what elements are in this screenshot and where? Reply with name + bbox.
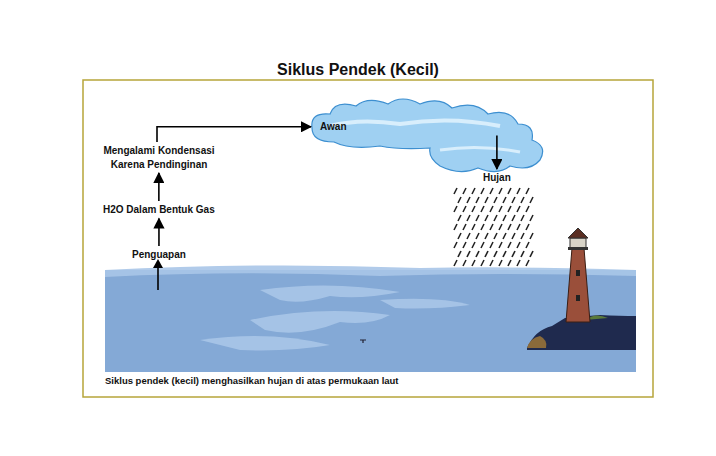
- cloud: [312, 99, 543, 172]
- flow-arrow: [158, 173, 160, 201]
- rain: [454, 188, 533, 266]
- node-text: Hujan: [483, 171, 511, 185]
- flow-arrow: [157, 127, 311, 142]
- diagram-caption: Siklus pendek (kecil) menghasilkan hujan…: [105, 375, 399, 386]
- frame: [83, 80, 653, 397]
- node-text: Awan: [320, 120, 509, 134]
- lighthouse: [566, 228, 590, 322]
- flow-arrow: [158, 219, 160, 247]
- arrowhead: [153, 259, 163, 268]
- process-label: Hujan: [480, 170, 514, 186]
- process-label: Penguapan: [129, 247, 189, 263]
- node-text: Mengalami Kondensasi Karena Pendinginan: [96, 144, 222, 171]
- process-label: Mengalami Kondensasi Karena Pendinginan: [93, 143, 225, 172]
- bird: [360, 340, 366, 343]
- process-label: H2O Dalam Bentuk Gas: [100, 202, 218, 218]
- evaporation-arrow: [157, 266, 159, 290]
- node-text: Penguapan: [132, 248, 186, 262]
- sea: [105, 270, 636, 372]
- diagram-title: Siklus Pendek (Kecil): [0, 61, 716, 79]
- node-text: H2O Dalam Bentuk Gas: [103, 203, 215, 217]
- flow-arrow: [496, 136, 498, 170]
- sea-highlight: [105, 265, 636, 350]
- process-label: Awan: [312, 119, 512, 135]
